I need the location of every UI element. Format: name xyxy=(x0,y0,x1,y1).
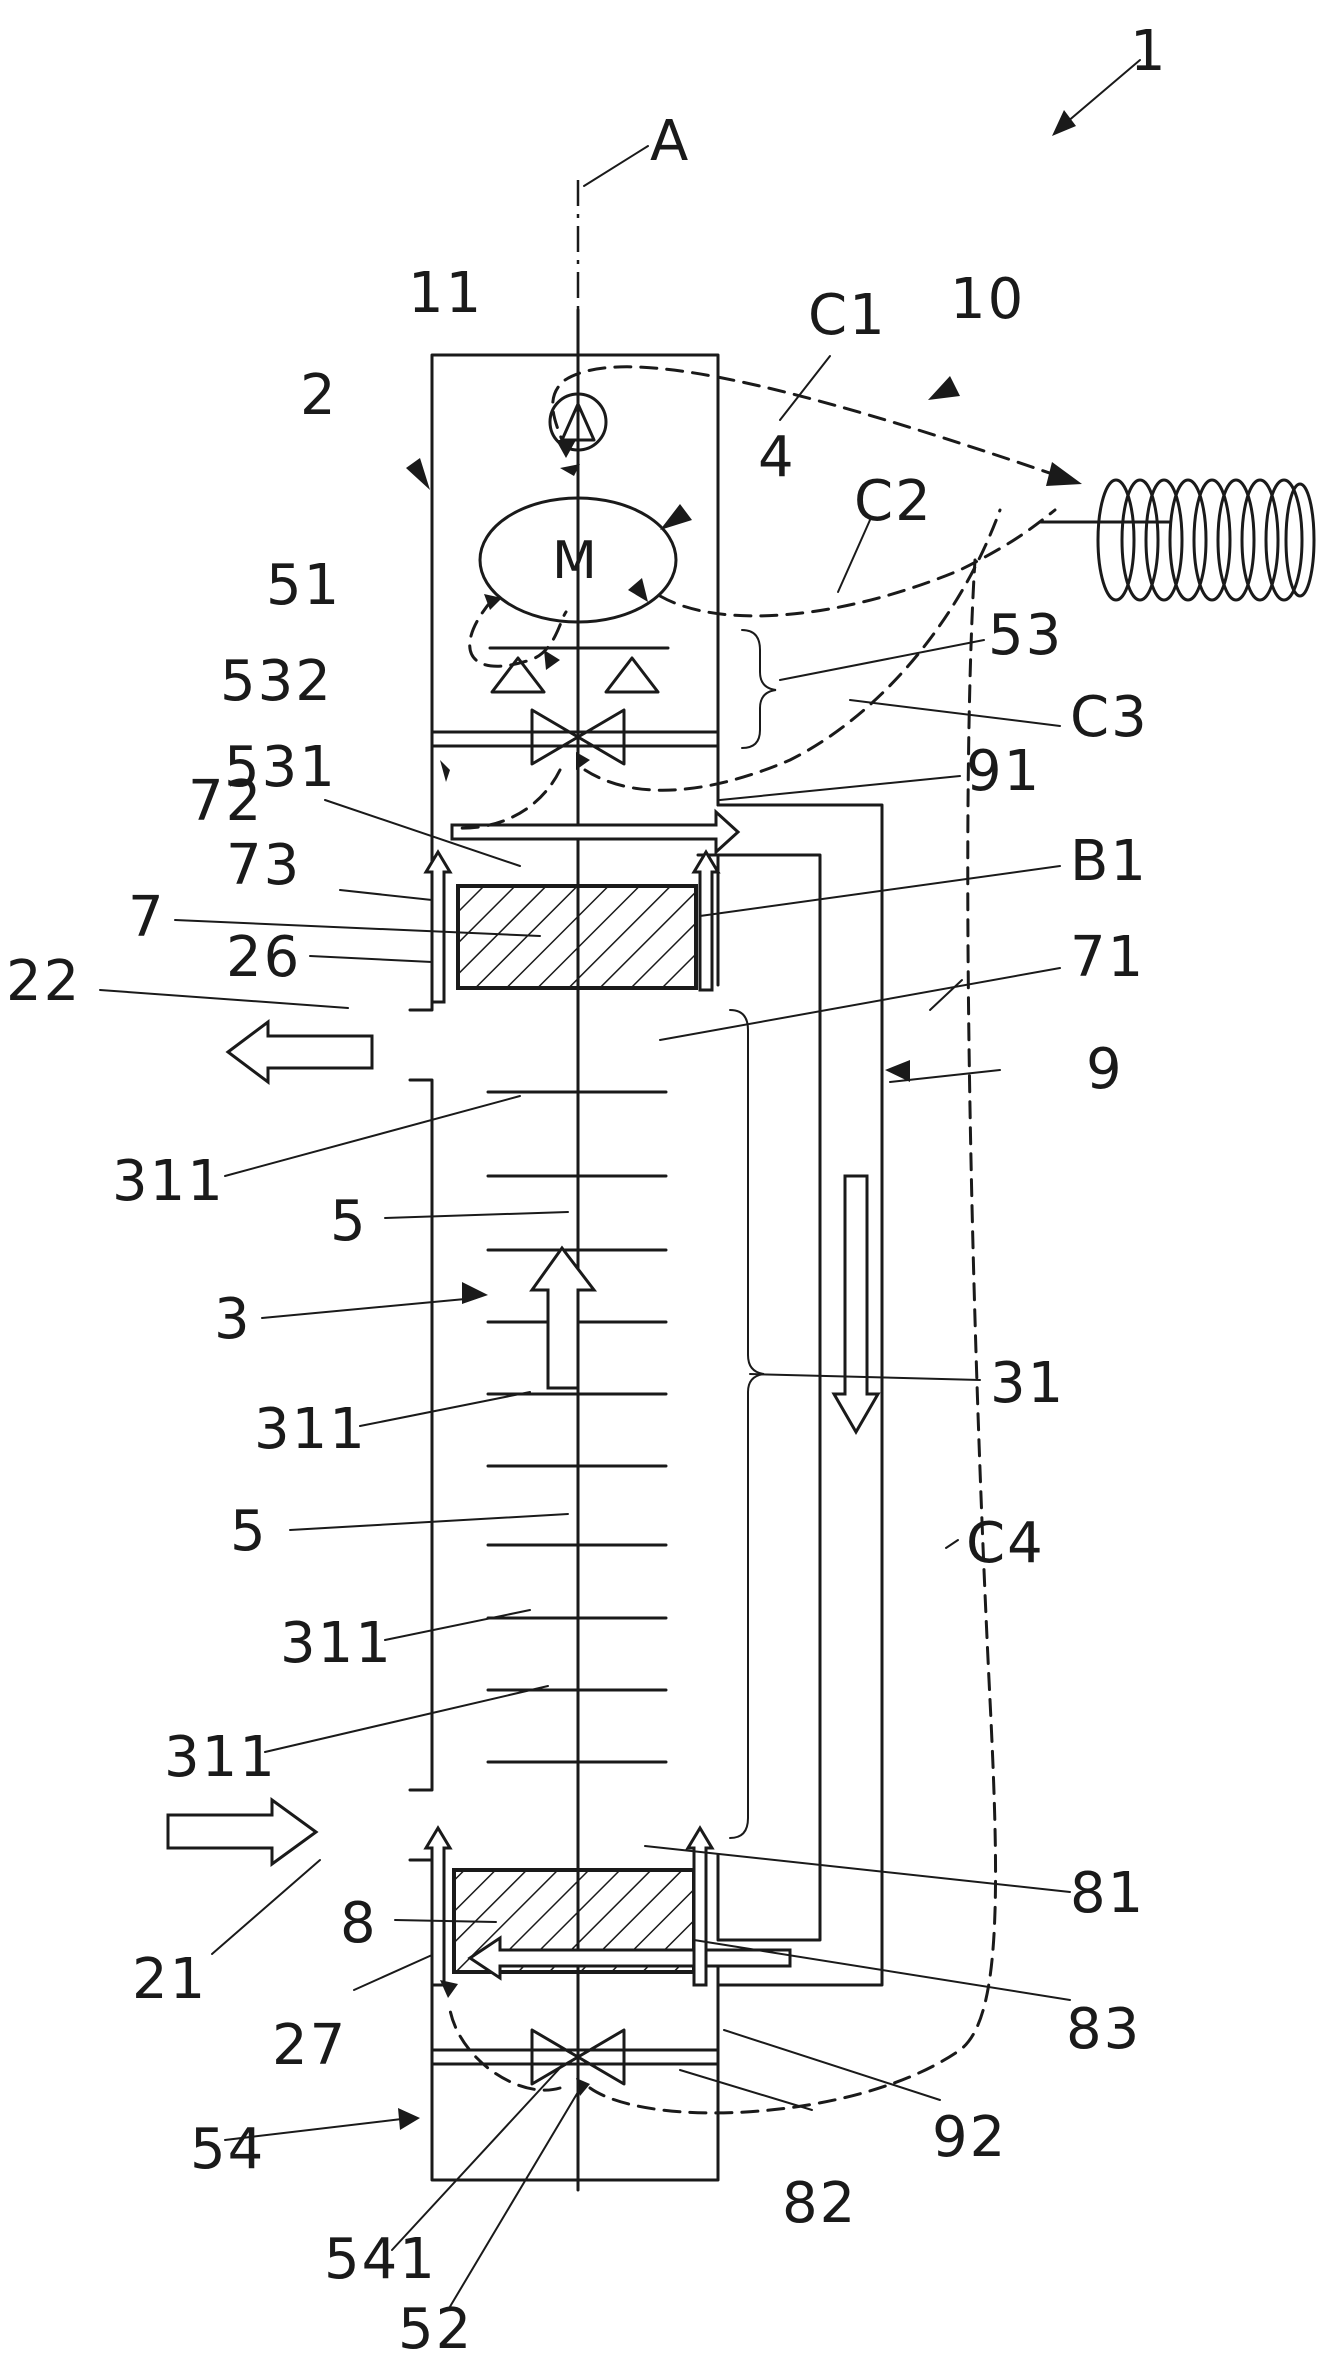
label-disk-2: 311 xyxy=(254,1397,367,1462)
label-valve-upper: 531 xyxy=(224,735,337,800)
pump-circle xyxy=(548,392,608,452)
label-upper-gap: 73 xyxy=(226,833,301,898)
label-upper-rim: 72 xyxy=(188,769,263,834)
label-bearing-group: 53 xyxy=(988,603,1063,668)
label-lower-gap: 83 xyxy=(1066,1997,1141,2062)
circuit-motor-loop xyxy=(468,598,568,668)
circuit-valve-loop-upper xyxy=(454,768,562,830)
label-chamber: 3 xyxy=(214,1287,252,1352)
label-disk-1: 311 xyxy=(112,1149,225,1214)
circuit-valve-loop-lower xyxy=(448,2008,562,2092)
label-gap-b1: B1 xyxy=(1070,829,1148,894)
brace-31 xyxy=(729,1009,765,1839)
valve-upper xyxy=(530,708,626,766)
label-bypass: 9 xyxy=(1086,1037,1124,1102)
label-pump: 11 xyxy=(408,261,483,326)
label-c3: C3 xyxy=(1070,685,1149,750)
label-axis: A xyxy=(650,109,690,174)
leader-arrowheads xyxy=(398,110,1076,2130)
label-shaft-2: 5 xyxy=(230,1499,268,1564)
label-c4: C4 xyxy=(966,1511,1045,1576)
label-lower-plate: 8 xyxy=(340,1891,378,1956)
label-bypass-top: 91 xyxy=(966,739,1041,804)
gap-arrows xyxy=(423,849,721,1987)
label-lower-space: 81 xyxy=(1070,1861,1145,1926)
label-shaft-lower: 52 xyxy=(398,2297,473,2360)
label-shaft-1: 5 xyxy=(330,1189,368,1254)
circuit-c2 xyxy=(658,508,1057,618)
label-lower-rim: 82 xyxy=(782,2171,857,2236)
flow-arrow-top-bypass xyxy=(450,808,741,856)
inlet-arrow xyxy=(166,1797,319,1867)
flow-arrow-down xyxy=(831,1174,881,1435)
label-outlet: 22 xyxy=(6,949,81,1014)
circuit-c1 xyxy=(551,365,1072,482)
label-seal-lower: 54 xyxy=(190,2117,265,2182)
coil-heat-exchanger xyxy=(1038,478,1316,602)
label-upper-space: 71 xyxy=(1070,925,1145,990)
label-c2: C2 xyxy=(854,469,933,534)
label-device: 1 xyxy=(1130,19,1168,84)
label-bypass-bottom: 92 xyxy=(932,2105,1007,2170)
circuit-arrowheads xyxy=(440,440,1082,2096)
valve-lower xyxy=(530,2028,626,2086)
motor-ellipse xyxy=(478,496,678,624)
label-valve-lower: 541 xyxy=(324,2227,437,2292)
bearing-sensor-left xyxy=(490,656,546,694)
circuit-c3 xyxy=(583,508,1002,792)
outlet-arrow xyxy=(225,1019,374,1085)
label-bearing-sensor: 532 xyxy=(220,649,333,714)
leader-lines xyxy=(99,59,1141,2311)
label-motor-symbol: M xyxy=(552,531,597,591)
label-motor-ref: 4 xyxy=(758,425,796,490)
label-c1: C1 xyxy=(808,283,887,348)
label-cooling-system: 10 xyxy=(950,267,1025,332)
label-upper-plate: 7 xyxy=(128,885,166,950)
bypass-channel xyxy=(696,803,884,1987)
label-housing: 2 xyxy=(300,363,338,428)
label-disk-3: 311 xyxy=(280,1611,393,1676)
flow-arrow-up xyxy=(529,1245,598,1390)
flow-arrow-bottom-bypass xyxy=(467,1935,792,1981)
label-shaft-upper: 51 xyxy=(266,553,341,618)
label-gap-lower: 27 xyxy=(272,2013,347,2078)
pump-triangle xyxy=(560,402,596,442)
bearing-sensor-right xyxy=(604,656,660,694)
label-inlet: 21 xyxy=(132,1947,207,2012)
label-gap-upper: 26 xyxy=(226,925,301,990)
brace-53 xyxy=(741,629,777,749)
upper-plate xyxy=(456,884,698,990)
label-disk-4: 311 xyxy=(164,1725,277,1790)
label-stack: 31 xyxy=(990,1351,1065,1416)
